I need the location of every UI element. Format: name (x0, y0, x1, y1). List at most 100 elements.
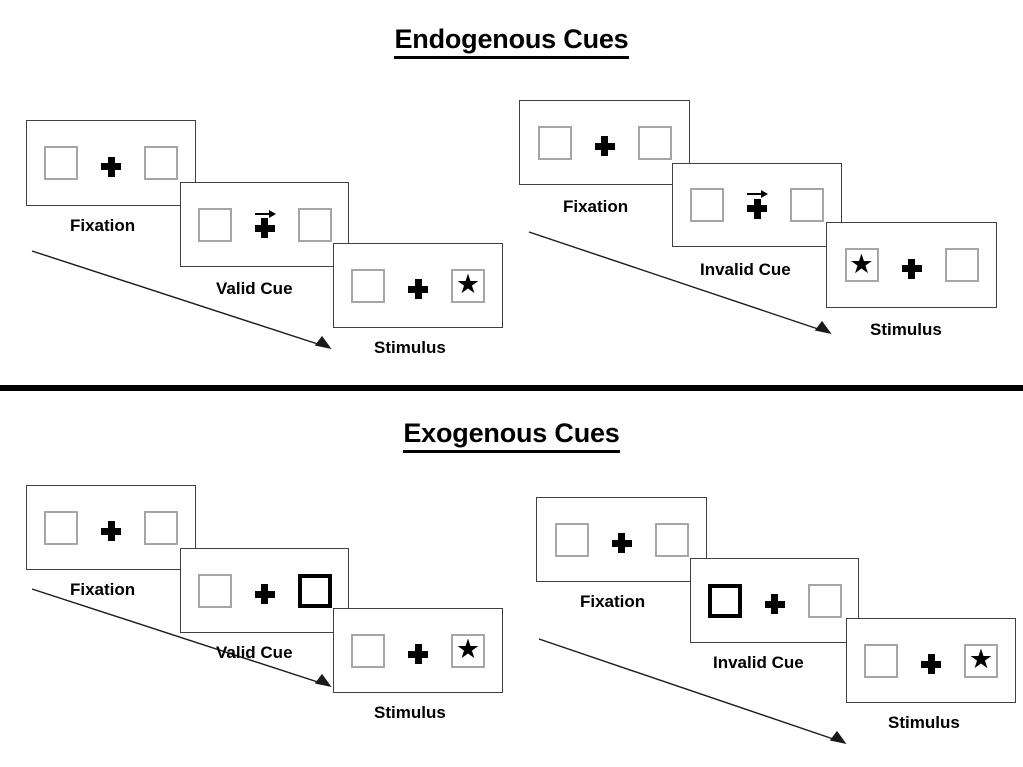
section-endogenous: Endogenous Cues Fixation (0, 24, 1023, 357)
cross-bar-vertical (107, 156, 115, 177)
plus-cross-icon (100, 513, 122, 543)
star-icon: ★ (968, 644, 994, 674)
arrow-right-icon (747, 190, 768, 198)
frame-exogenous-invalid-stimulus: ★ (846, 618, 1016, 703)
caption-exogenous-invalid-stimulus: Stimulus (888, 713, 960, 732)
target-box-left (44, 146, 78, 180)
target-box-left (44, 510, 78, 545)
caption-endogenous-invalid-cue: Invalid Cue (700, 260, 791, 279)
target-box-left (197, 207, 232, 242)
section-title-exogenous: Exogenous Cues (0, 418, 1023, 453)
plus-cross-icon (254, 576, 276, 606)
frame-exogenous-invalid-cue (690, 558, 859, 643)
caption-endogenous-valid-cue: Valid Cue (216, 279, 293, 298)
plus-cross-icon (407, 636, 429, 666)
cross-bar-vertical (261, 218, 268, 238)
plus-cross-icon (254, 209, 276, 240)
frame-content (27, 510, 195, 545)
target-box-right (637, 125, 672, 160)
cross-bar-vertical (618, 533, 625, 553)
plus-cross-icon (407, 271, 429, 301)
caption-endogenous-invalid-stimulus: Stimulus (870, 320, 942, 339)
frame-endogenous-valid-cue (180, 182, 349, 267)
target-box-right (297, 207, 332, 242)
flow-arrow-endogenous-invalid (528, 231, 832, 335)
target-box-left (351, 633, 385, 668)
frame-content: ★ (334, 633, 502, 668)
cross-bar-vertical (601, 136, 608, 156)
plus-cross-icon (594, 128, 616, 158)
target-box-left (864, 643, 898, 678)
flow-arrow-exogenous-invalid (538, 638, 847, 745)
caption-exogenous-valid-fixation: Fixation (70, 580, 136, 599)
plus-cross-icon (746, 190, 768, 220)
target-box-left (537, 125, 572, 160)
plus-cross-icon (920, 646, 942, 676)
caption-exogenous-valid-stimulus: Stimulus (374, 703, 446, 722)
target-box-left (690, 188, 724, 222)
frame-exogenous-valid-cue (180, 548, 349, 633)
arrow-right-icon (254, 209, 276, 218)
caption-endogenous-valid-fixation: Fixation (70, 216, 136, 235)
caption-endogenous-invalid-fixation: Fixation (563, 197, 629, 216)
target-box-left (351, 268, 385, 303)
frame-exogenous-invalid-fixation (536, 497, 707, 582)
target-box-right (144, 146, 178, 180)
arrow-shaft (747, 193, 763, 195)
target-box-right (144, 510, 178, 545)
target-box-right (654, 522, 689, 557)
arrow-head (268, 209, 276, 218)
plus-cross-icon (764, 586, 786, 616)
frame-endogenous-valid-fixation (26, 120, 196, 206)
target-box-left (197, 573, 232, 608)
caption-exogenous-invalid-fixation: Fixation (580, 592, 646, 611)
target-box-right: ★ (964, 643, 998, 678)
frame-endogenous-valid-stimulus: ★ (333, 243, 503, 328)
frame-content: ★ (847, 643, 1015, 678)
frame-content (520, 125, 689, 160)
frame-content: ★ (334, 268, 502, 303)
cross-bar-vertical (908, 258, 915, 279)
frame-content (181, 207, 348, 242)
target-box-right (790, 188, 824, 222)
target-box-left-cued (707, 583, 742, 618)
cross-bar-vertical (261, 584, 268, 604)
caption-exogenous-invalid-cue: Invalid Cue (713, 653, 804, 672)
section-title-endogenous-text: Endogenous Cues (394, 24, 629, 59)
frame-exogenous-valid-stimulus: ★ (333, 608, 503, 693)
frame-content (691, 583, 858, 618)
star-icon: ★ (455, 269, 481, 299)
target-box-right (807, 583, 842, 618)
section-title-endogenous: Endogenous Cues (0, 24, 1023, 59)
plus-cross-icon (100, 148, 122, 178)
cross-bar-vertical (753, 198, 761, 219)
frame-endogenous-invalid-stimulus: ★ (826, 222, 997, 308)
flow-arrow-exogenous-valid (31, 588, 332, 688)
target-box-right-cued (297, 573, 332, 608)
plus-cross-icon (901, 250, 923, 280)
star-icon: ★ (455, 634, 481, 664)
target-box-left: ★ (844, 248, 879, 282)
star-icon: ★ (849, 248, 874, 279)
target-box-right: ★ (451, 633, 485, 668)
frame-exogenous-valid-fixation (26, 485, 196, 570)
cross-bar-vertical (414, 279, 422, 299)
flow-arrow-endogenous-valid (31, 250, 332, 350)
cross-bar-vertical (927, 654, 935, 674)
frame-content (27, 146, 195, 180)
cross-bar-vertical (414, 644, 422, 664)
arrow-head (761, 190, 768, 198)
plus-cross-icon (611, 525, 633, 555)
target-box-right (944, 248, 979, 282)
target-box-left (554, 522, 589, 557)
frame-endogenous-invalid-cue (672, 163, 842, 247)
cross-bar-vertical (771, 594, 778, 614)
target-box-right: ★ (451, 268, 485, 303)
arrow-shaft (254, 212, 271, 215)
caption-endogenous-valid-stimulus: Stimulus (374, 338, 446, 357)
frame-content: ★ (827, 248, 996, 282)
cross-bar-vertical (107, 521, 115, 541)
frame-endogenous-invalid-fixation (519, 100, 690, 185)
frame-content (673, 188, 841, 222)
frame-content (537, 522, 706, 557)
